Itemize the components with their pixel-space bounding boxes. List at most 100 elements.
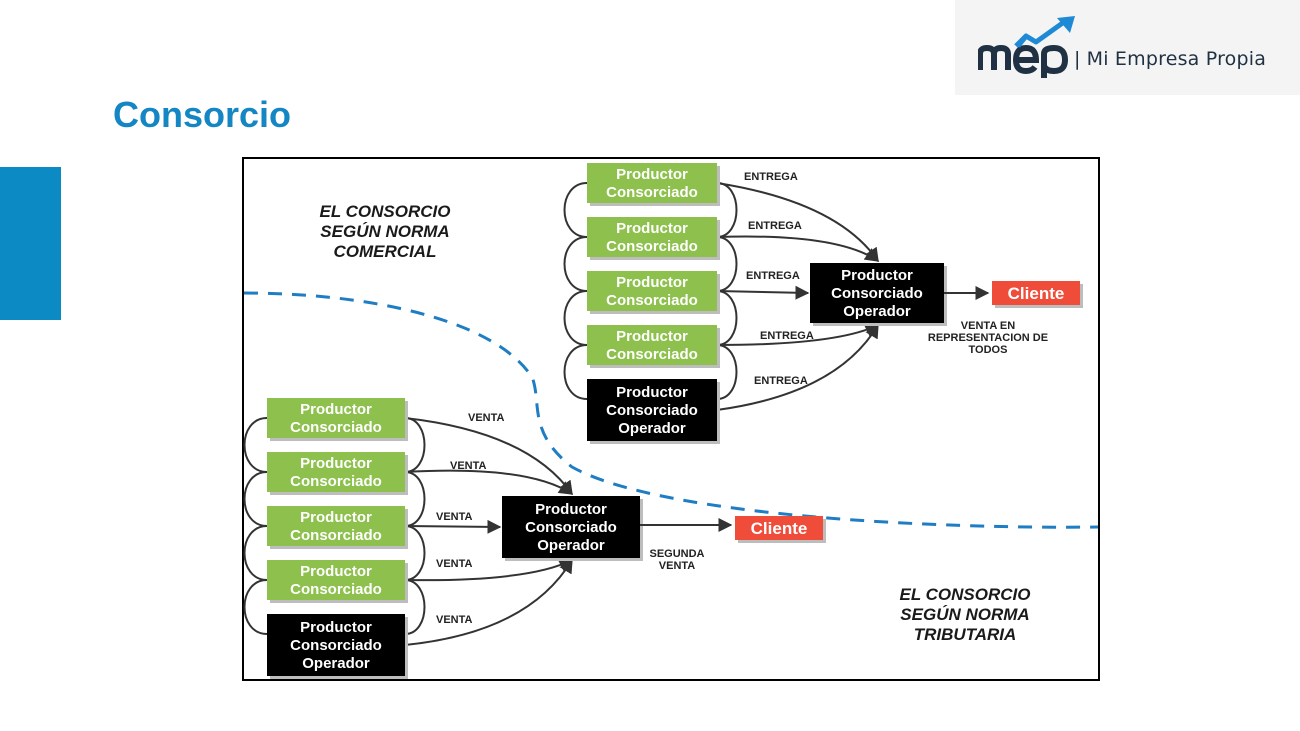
producer-node-label: Consorciado bbox=[290, 527, 382, 544]
producer-node-box bbox=[267, 560, 405, 600]
client-node-box bbox=[992, 281, 1080, 305]
flow-arrow bbox=[716, 285, 810, 300]
sale-note: VENTA bbox=[659, 560, 696, 572]
producer-node-label: Consorciado bbox=[606, 346, 698, 363]
producer-node-box bbox=[267, 452, 405, 492]
tributaria-caption: SEGÚN NORMA bbox=[900, 605, 1029, 624]
producer-link-left bbox=[563, 290, 588, 346]
producer-node-box bbox=[587, 325, 717, 365]
edge-label: ENTREGA bbox=[746, 270, 800, 282]
sale-note: REPRESENTACION DE bbox=[928, 332, 1048, 344]
logo-background bbox=[955, 0, 1300, 95]
producer-link-left bbox=[563, 236, 588, 292]
producer-link-left bbox=[243, 579, 268, 635]
central-operator-node-label: Productor bbox=[535, 501, 607, 518]
producer-node-label: Productor bbox=[300, 509, 372, 526]
client-node: Cliente bbox=[735, 516, 826, 543]
tributaria-caption: TRIBUTARIA bbox=[914, 625, 1017, 644]
producer-node-box bbox=[587, 163, 717, 203]
producer-link-right bbox=[716, 290, 738, 346]
producer-operator-node-label: Consorciado bbox=[606, 402, 698, 419]
central-operator-node-box bbox=[810, 263, 944, 323]
flow-arrow bbox=[404, 417, 573, 496]
producer-node-label: Productor bbox=[300, 563, 372, 580]
client-node: Cliente bbox=[992, 281, 1083, 308]
producer-link-left bbox=[243, 417, 268, 473]
logo-tagline: Mi Empresa Propia bbox=[1086, 48, 1267, 70]
accent-bar bbox=[0, 167, 61, 320]
flow-arrow bbox=[716, 182, 879, 263]
producer-node-label: Productor bbox=[616, 220, 688, 237]
producer-node-label: Productor bbox=[616, 328, 688, 345]
sale-note: VENTA EN bbox=[961, 320, 1015, 332]
growth-arrow-icon bbox=[1014, 16, 1075, 48]
page-title: Consorcio bbox=[113, 94, 292, 135]
producer-node-box bbox=[267, 398, 405, 438]
client-node-label: Cliente bbox=[751, 519, 808, 538]
flow-arrow bbox=[716, 323, 879, 411]
tributaria-group: ProductorConsorciadoVENTAProductorConsor… bbox=[243, 398, 826, 679]
consortium-diagram: ProductorConsorciadoENTREGAProductorCons… bbox=[242, 157, 1100, 681]
producer-link-right bbox=[716, 344, 738, 400]
comercial-caption: EL CONSORCIO bbox=[320, 202, 451, 221]
central-operator-node-label: Consorciado bbox=[831, 285, 923, 302]
norm-divider-line bbox=[243, 291, 1099, 529]
edge-label: VENTA bbox=[468, 412, 505, 424]
comercial-group: ProductorConsorciadoENTREGAProductorCons… bbox=[563, 163, 1083, 444]
client-node-box bbox=[735, 516, 823, 540]
edge-label: ENTREGA bbox=[744, 171, 798, 183]
producer-link-left bbox=[243, 525, 268, 581]
central-operator-node-label: Operador bbox=[537, 537, 605, 554]
producer-operator-node-label: Productor bbox=[616, 384, 688, 401]
producer-link-right bbox=[404, 525, 426, 581]
producer-link-right bbox=[404, 471, 426, 527]
tributaria-caption: EL CONSORCIO bbox=[900, 585, 1031, 604]
comercial-caption: SEGÚN NORMA bbox=[320, 222, 449, 241]
producer-link-left bbox=[563, 344, 588, 400]
central-operator-node-box bbox=[502, 496, 640, 558]
producer-node-label: Consorciado bbox=[290, 419, 382, 436]
flow-arrow bbox=[404, 519, 502, 534]
producer-operator-node-label: Operador bbox=[618, 420, 686, 437]
edge-label: VENTA bbox=[436, 558, 473, 570]
logo-wordmark: |Mi Empresa Propia bbox=[1074, 48, 1266, 70]
sale-note: SEGUNDA bbox=[649, 548, 704, 560]
central-operator-node-label: Productor bbox=[841, 267, 913, 284]
producer-link-left bbox=[563, 182, 588, 238]
flow-arrow bbox=[404, 469, 574, 495]
producer-operator-node-box bbox=[587, 379, 717, 441]
logo-separator: | bbox=[1074, 48, 1081, 70]
producer-link-right bbox=[716, 236, 738, 292]
producer-node-label: Consorciado bbox=[606, 238, 698, 255]
edge-label: ENTREGA bbox=[748, 220, 802, 232]
producer-node-label: Consorciado bbox=[290, 473, 382, 490]
producer-link-left bbox=[243, 471, 268, 527]
client-node-label: Cliente bbox=[1008, 284, 1065, 303]
flow-arrow bbox=[404, 558, 573, 646]
producer-operator-node-label: Consorciado bbox=[290, 637, 382, 654]
producer-node-label: Productor bbox=[616, 166, 688, 183]
producer-node-box bbox=[587, 271, 717, 311]
comercial-caption: COMERCIAL bbox=[334, 242, 437, 261]
producer-node-label: Consorciado bbox=[606, 184, 698, 201]
producer-node-box bbox=[267, 506, 405, 546]
producer-operator-node-label: Productor bbox=[300, 619, 372, 636]
edge-label: ENTREGA bbox=[754, 375, 808, 387]
producer-link-right bbox=[404, 579, 426, 635]
central-operator-node-label: Consorciado bbox=[525, 519, 617, 536]
edge-label: VENTA bbox=[436, 614, 473, 626]
edge-label: ENTREGA bbox=[760, 330, 814, 342]
producer-node-label: Consorciado bbox=[290, 581, 382, 598]
edge-label: VENTA bbox=[436, 511, 473, 523]
